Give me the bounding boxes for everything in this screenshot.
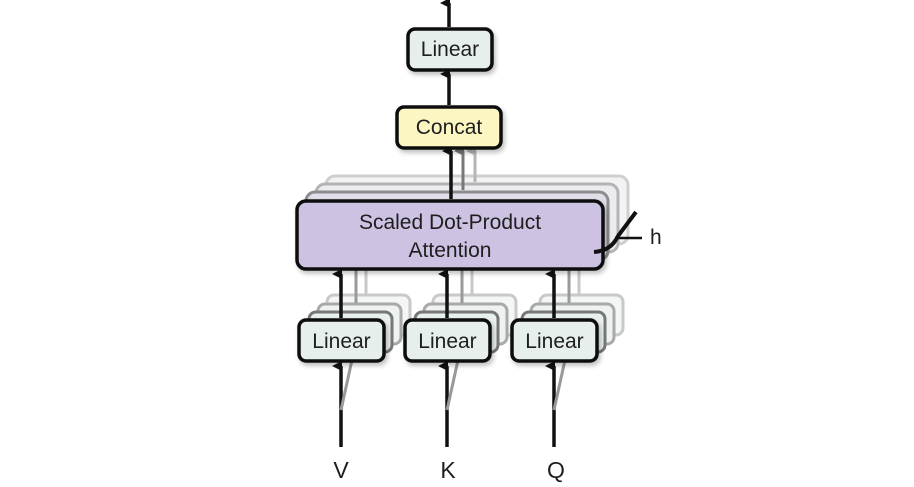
heads-bracket (593, 210, 642, 254)
linear-k-label: Linear (418, 330, 476, 353)
linear-k (403, 318, 492, 363)
output-linear-box (406, 27, 494, 72)
linear-v (297, 318, 386, 363)
linear-v-label: Linear (312, 330, 370, 353)
scaled-dot-product-attention (295, 199, 605, 271)
input-arrows (332, 359, 567, 447)
output-linear-label: Linear (421, 38, 479, 61)
linear-q (510, 318, 599, 363)
attention-label-line1: Scaled Dot-Product (359, 211, 541, 234)
attention-label-line2: Attention (409, 239, 492, 262)
heads-label: h (650, 226, 662, 249)
input-q-label: Q (547, 457, 565, 483)
attention-to-concat-arrows (442, 146, 477, 199)
input-k-label: K (440, 457, 456, 483)
input-v-label: V (333, 457, 349, 483)
linear-q-label: Linear (525, 330, 583, 353)
concat-label: Concat (416, 116, 483, 139)
linear-to-attention-arrows (332, 269, 556, 318)
concat-box (395, 105, 503, 150)
